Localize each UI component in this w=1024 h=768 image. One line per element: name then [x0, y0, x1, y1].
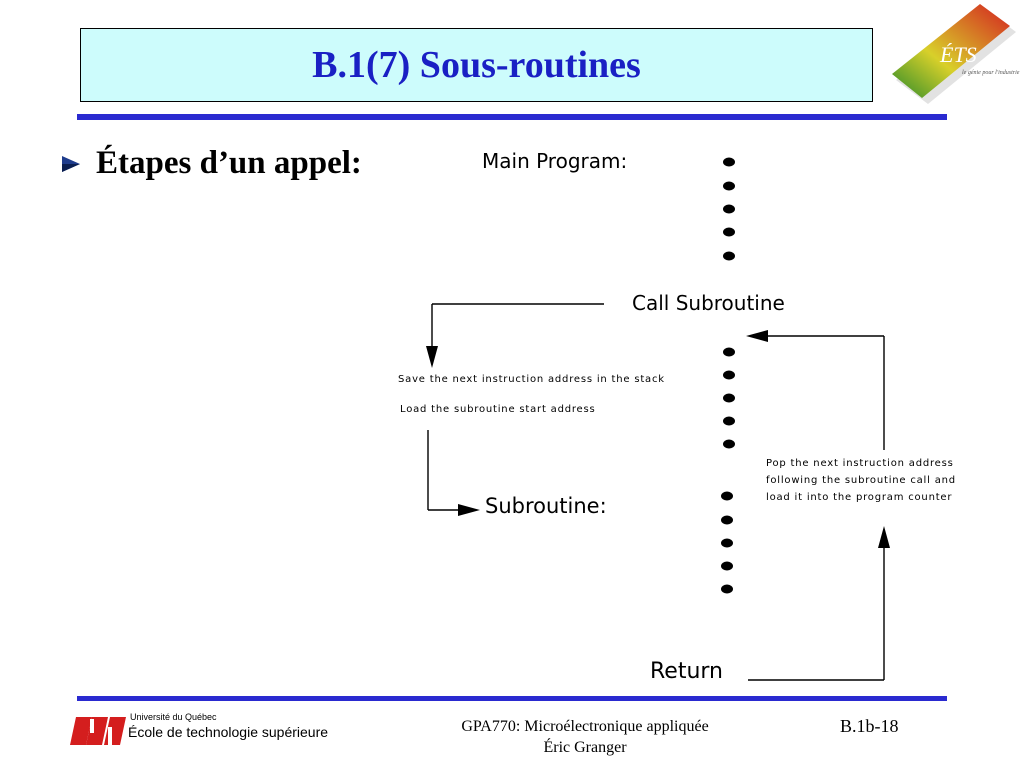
instruction-dot [721, 491, 733, 501]
bottom-rule [77, 696, 947, 701]
slide-title: B.1(7) Sous-routines [312, 44, 641, 86]
footer-course-block: GPA770: Microélectronique appliquée Éric… [400, 716, 770, 758]
save-step-label: Save the next instruction address in the… [398, 374, 665, 385]
arrow-right-icon [458, 504, 480, 516]
instruction-dot [723, 439, 735, 449]
bullet-arrow-icon [62, 155, 80, 172]
pop-step-line-2: following the subroutine call and [766, 475, 956, 486]
load-step-label: Load the subroutine start address [400, 404, 596, 415]
bullet-item: Étapes d’un appel: [60, 145, 362, 182]
bullet-text: Étapes d’un appel: [96, 145, 362, 181]
logo-text: ÉTS [939, 42, 977, 67]
arrow-left-icon [746, 330, 768, 342]
instruction-dot [723, 181, 735, 191]
subroutine-label: Subroutine: [485, 494, 607, 518]
footer-school: École de technologie supérieure [128, 724, 329, 740]
uq-ets-logo [70, 717, 126, 745]
instruction-dot [721, 515, 733, 525]
logo-tagline: le génie pour l'industrie [962, 70, 1020, 76]
instruction-dot [723, 347, 735, 357]
arrow-down-icon [426, 346, 438, 368]
instruction-dot [723, 227, 735, 237]
page-number: B.1b-18 [840, 716, 899, 736]
top-rule [77, 114, 947, 120]
pop-step-line-3: load it into the program counter [766, 492, 952, 503]
instruction-dot [723, 251, 735, 261]
instruction-dot [723, 416, 735, 426]
return-label: Return [650, 659, 723, 684]
call-subroutine-label: Call Subroutine [632, 291, 785, 315]
instruction-dot [723, 204, 735, 214]
instruction-dots [721, 157, 735, 594]
instruction-dot [723, 157, 735, 167]
title-box: B.1(7) Sous-routines [80, 28, 873, 102]
footer-course: GPA770: Microélectronique appliquée [461, 718, 709, 735]
pop-step-line-1: Pop the next instruction address [766, 458, 954, 469]
instruction-dot [723, 393, 735, 403]
instruction-dot [721, 538, 733, 548]
footer-author: Éric Granger [543, 739, 627, 756]
footer-university: Université du Québec [130, 712, 217, 722]
ets-logo: ÉTS le génie pour l'industrie [892, 4, 1020, 104]
instruction-dot [723, 370, 735, 380]
arrow-up-icon [878, 526, 890, 548]
instruction-dot [721, 584, 733, 594]
instruction-dot [721, 561, 733, 571]
main-program-label: Main Program: [482, 149, 627, 173]
